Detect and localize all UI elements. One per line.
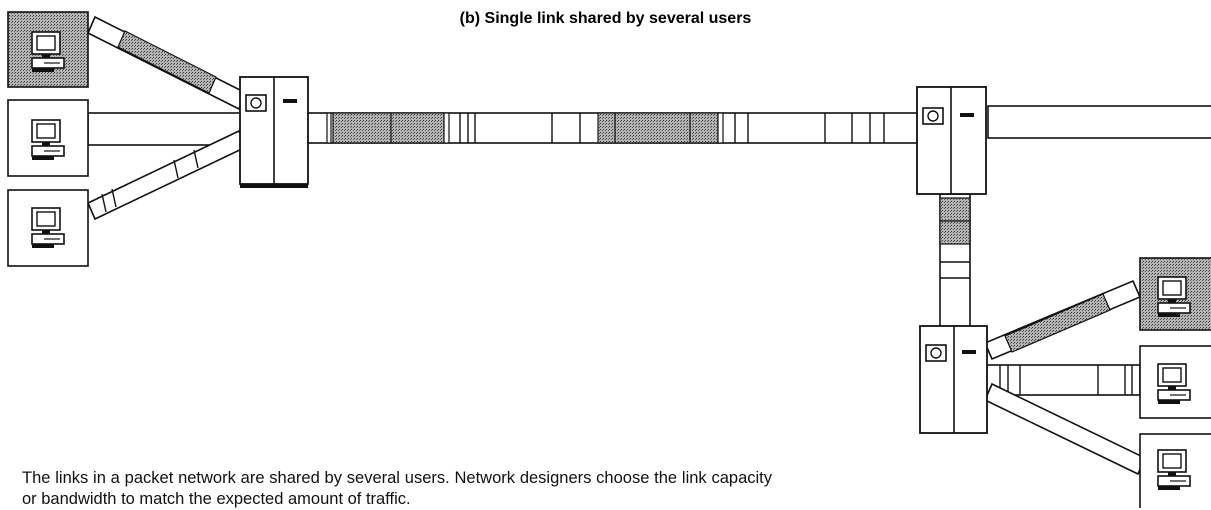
right-terminals [1139, 257, 1211, 508]
network-switch-top-right [916, 86, 987, 195]
figure-caption: The links in a packet network are shared… [22, 469, 772, 508]
right-user-links [983, 279, 1147, 476]
network-switch-left [239, 76, 309, 188]
left-terminals [7, 11, 89, 267]
left-user-links [86, 15, 248, 221]
shared-trunk-link [305, 112, 919, 144]
vertical-link [939, 193, 971, 329]
network-switch-bottom-right [919, 325, 988, 434]
figure-title: (b) Single link shared by several users [459, 10, 752, 27]
right-outgoing-link [987, 105, 1211, 139]
